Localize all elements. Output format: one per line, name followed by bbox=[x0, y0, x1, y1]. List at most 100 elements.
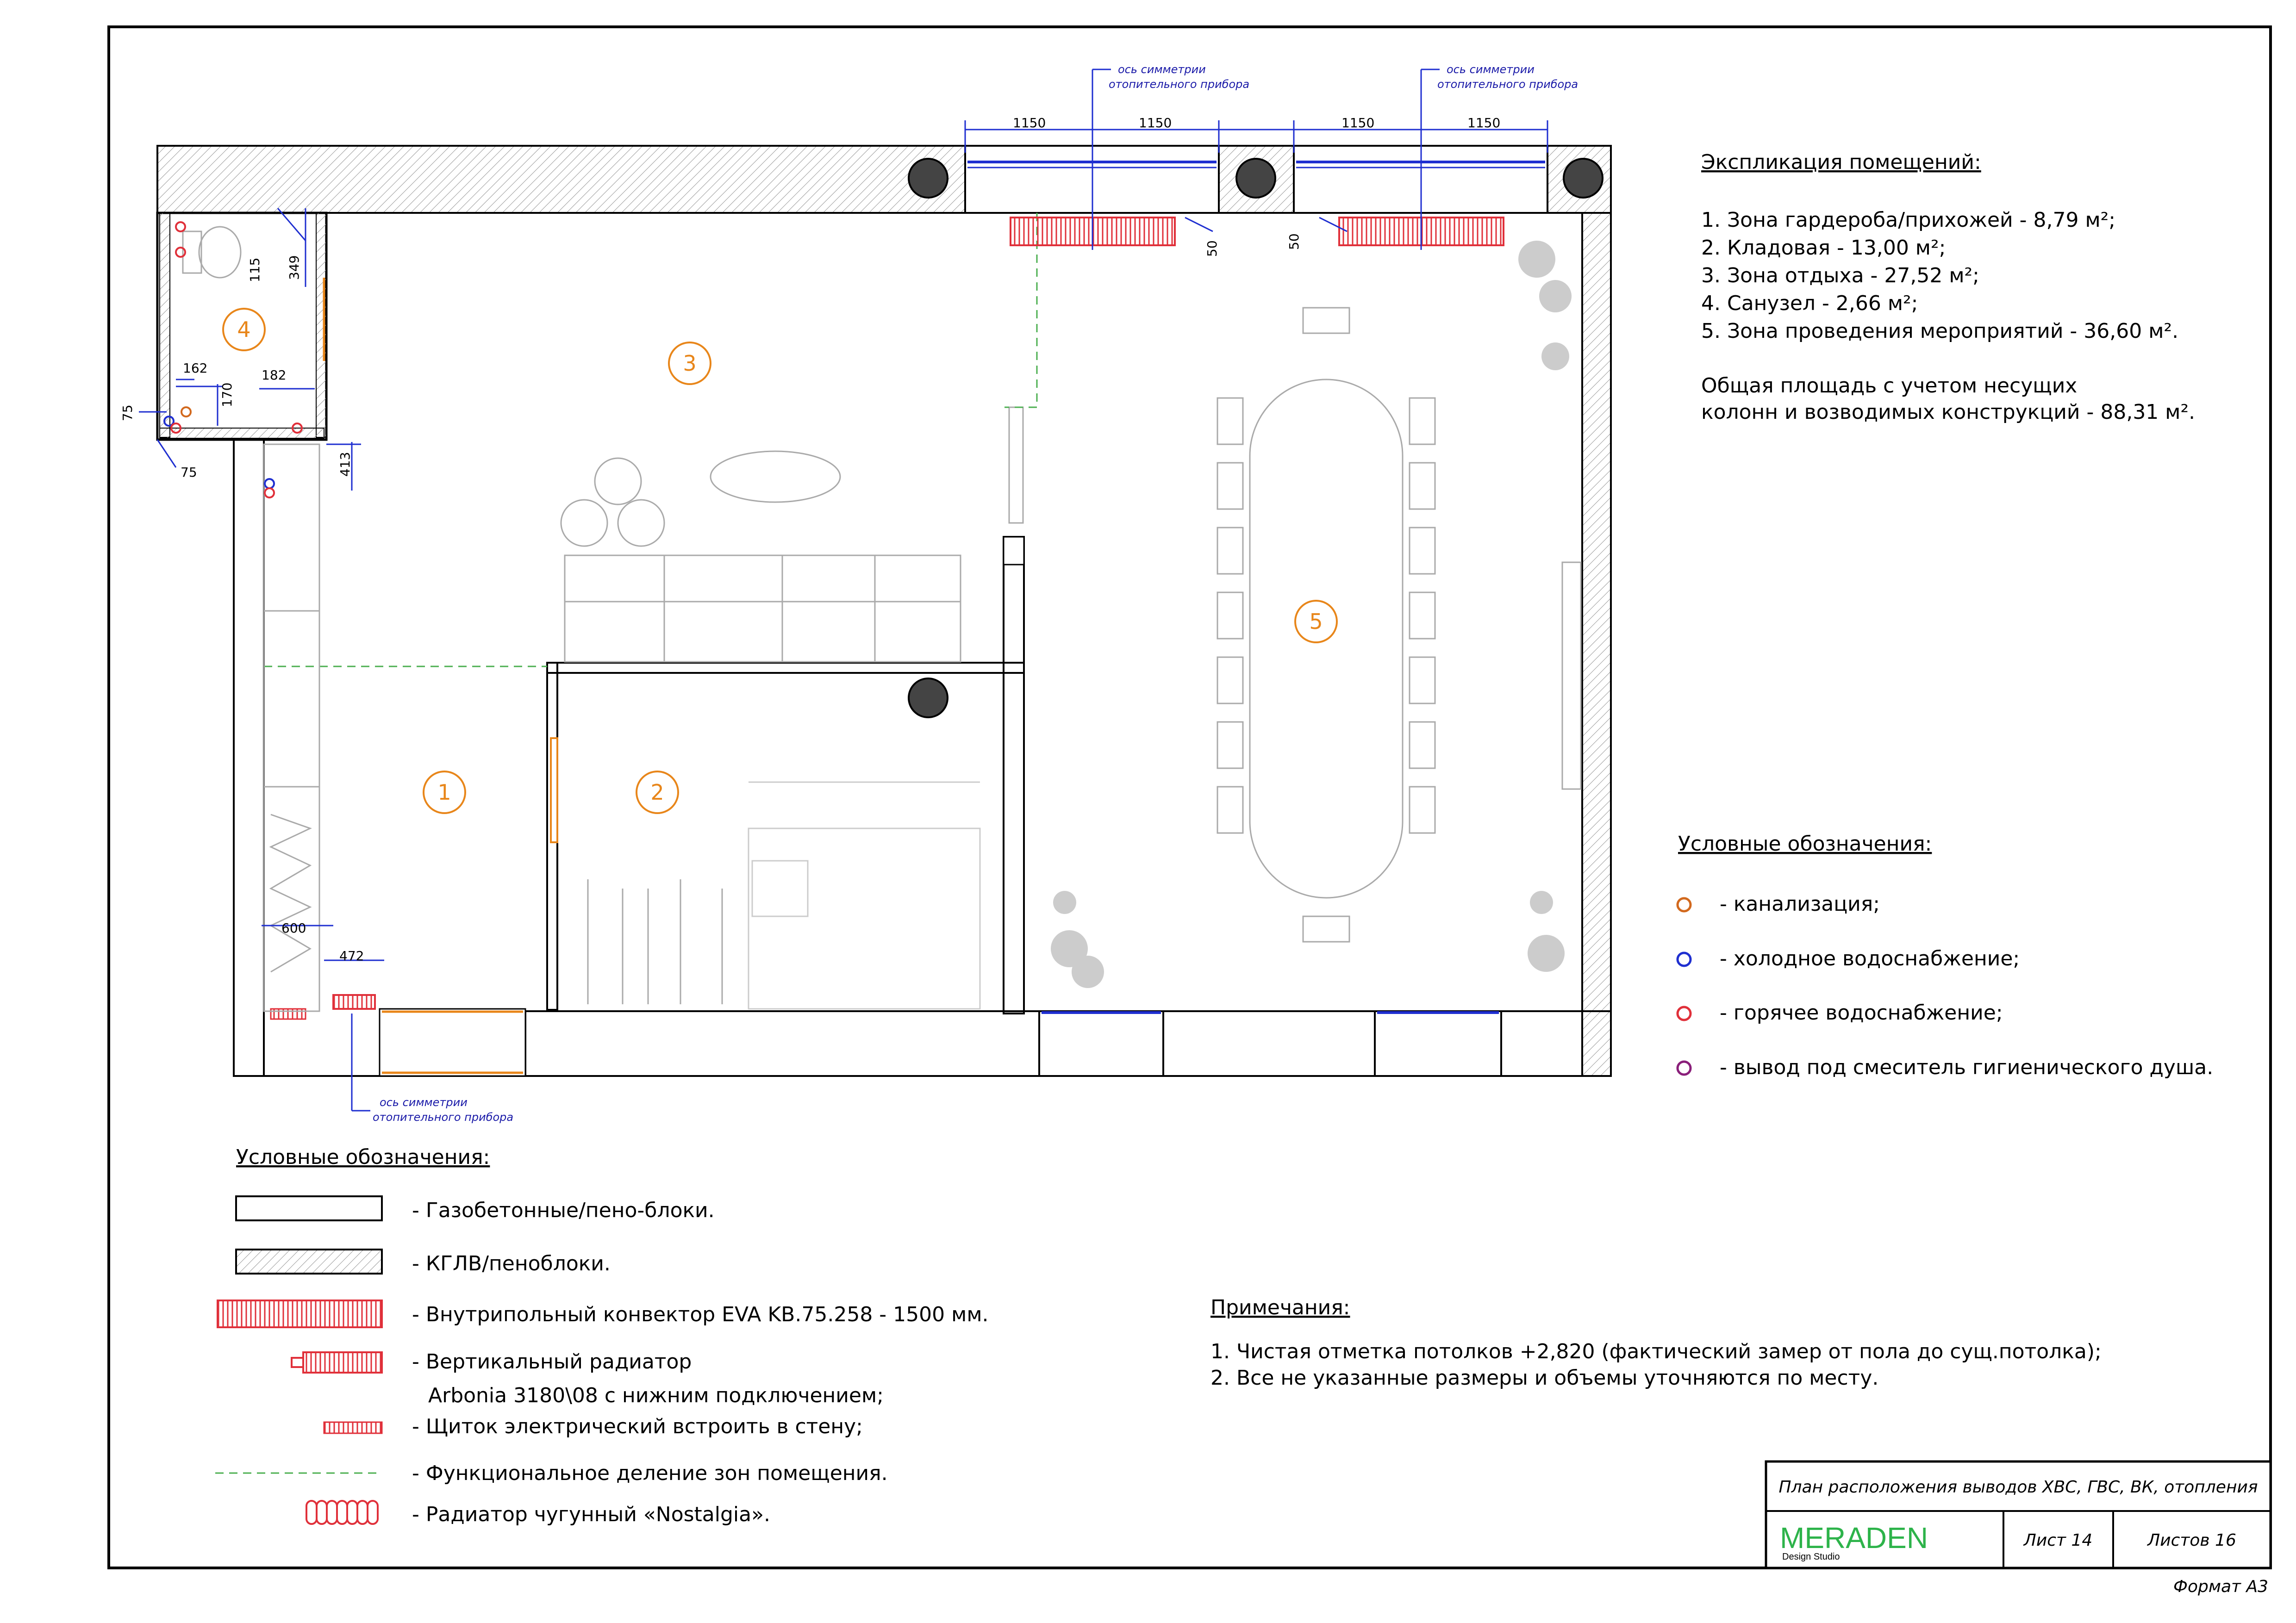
plumbing-legend-item: - вывод под смеситель гигиенического душ… bbox=[1720, 1056, 2213, 1079]
sheet-number: Лист 14 bbox=[2023, 1531, 2092, 1550]
note-item: 2. Все не указанные размеры и объемы уто… bbox=[1210, 1366, 1878, 1390]
title-block: План расположения выводов ХВС, ГВС, ВК, … bbox=[1765, 1460, 2272, 1596]
svg-text:3: 3 bbox=[683, 351, 696, 376]
legend-item: - Радиатор чугунный «Nostalgia». bbox=[412, 1503, 770, 1526]
symmetry-axis-label: отопительного прибора bbox=[1437, 78, 1578, 91]
explication-item: 5. Зона проведения мероприятий - 36,60 м… bbox=[1701, 319, 2178, 343]
legend-item-continued: Arbonia 3180\08 с нижним подключением; bbox=[428, 1384, 884, 1407]
room-marker-2: 2 bbox=[636, 771, 679, 814]
convector-symbol bbox=[217, 1300, 383, 1328]
brand-logo: MERADEN bbox=[1780, 1521, 1928, 1555]
sheets-total: Листов 16 bbox=[2146, 1531, 2236, 1550]
dim-label: 75 bbox=[120, 404, 135, 421]
room-explication: Экспликация помещений: 1. Зона гардероба… bbox=[1701, 150, 2195, 424]
electrical-panel-symbol bbox=[323, 1421, 383, 1434]
legend-item: - Функциональное деление зон помещения. bbox=[412, 1461, 888, 1485]
dim-label: 413 bbox=[337, 452, 353, 477]
symmetry-axis-label: отопительного прибора bbox=[373, 1111, 513, 1124]
svg-text:5: 5 bbox=[1309, 609, 1323, 634]
cold-water-outlet bbox=[264, 478, 275, 489]
hot-water-outlet bbox=[175, 247, 186, 258]
symmetry-axis-label: ось симметрии bbox=[380, 1096, 468, 1109]
explication-total: колонн и возводимых конструкций - 88,31 … bbox=[1701, 400, 2195, 424]
legend-item: - Щиток электрический встроить в стену; bbox=[412, 1415, 863, 1438]
chairs bbox=[1217, 307, 1436, 943]
left-wall bbox=[233, 439, 265, 1077]
symmetry-axis-label: ось симметрии bbox=[1447, 63, 1535, 76]
notes: Примечания: 1. Чистая отметка потолков +… bbox=[1210, 1296, 2102, 1390]
svg-text:1: 1 bbox=[437, 780, 451, 805]
explication-item: 2. Кладовая - 13,00 м²; bbox=[1701, 236, 1946, 260]
symmetry-axis-label: отопительного прибора bbox=[1109, 78, 1249, 91]
column bbox=[1563, 158, 1603, 199]
dim-label: 162 bbox=[183, 361, 207, 376]
dim-label: 600 bbox=[281, 920, 306, 936]
note-item: 1. Чистая отметка потолков +2,820 (факти… bbox=[1210, 1340, 2102, 1363]
bicycles bbox=[587, 879, 723, 1004]
hot-water-outlet bbox=[170, 423, 181, 434]
dim-label: 1150 bbox=[1341, 115, 1374, 131]
column bbox=[1235, 158, 1276, 199]
legend-item: - Внутрипольный конвектор EVA KB.75.258 … bbox=[412, 1303, 989, 1326]
dim-label: 50 bbox=[1204, 240, 1220, 257]
gas-block-symbol bbox=[235, 1195, 383, 1221]
room-marker-5: 5 bbox=[1294, 600, 1338, 643]
floor-plan: 1150 1150 1150 1150 50 50 115 349 162 17… bbox=[120, 63, 1612, 1124]
dim-label: 170 bbox=[219, 383, 235, 407]
vertical-radiator-symbol bbox=[302, 1351, 383, 1374]
room-marker-3: 3 bbox=[668, 342, 711, 385]
cold-water-symbol bbox=[1676, 951, 1692, 967]
plumbing-legend-item: - холодное водоснабжение; bbox=[1720, 947, 2020, 970]
dim-label: 50 bbox=[1286, 233, 1302, 250]
explication-item: 4. Санузел - 2,66 м²; bbox=[1701, 292, 1918, 315]
materials-legend: Условные обозначения: - Газобетонные/пен… bbox=[215, 1145, 989, 1526]
drawing-title: План расположения выводов ХВС, ГВС, ВК, … bbox=[1778, 1478, 2258, 1497]
dim-label: 349 bbox=[287, 255, 302, 280]
dim-label: 1150 bbox=[1467, 115, 1500, 131]
plants bbox=[1051, 241, 1572, 988]
explication-item: 1. Зона гардероба/прихожей - 8,79 м²; bbox=[1701, 208, 2115, 232]
dim-label: 472 bbox=[339, 948, 364, 964]
legend-title: Условные обозначения: bbox=[236, 1145, 490, 1169]
dim-label: 75 bbox=[181, 465, 197, 480]
symmetry-axis-label: ось симметрии bbox=[1118, 63, 1206, 76]
right-wall bbox=[1581, 212, 1612, 1077]
svg-text:4: 4 bbox=[237, 317, 250, 342]
hot-water-symbol bbox=[1676, 1006, 1692, 1021]
cold-water-outlet bbox=[163, 416, 175, 427]
explication-total: Общая площадь с учетом несущих bbox=[1701, 374, 2077, 398]
legend-item: - Вертикальный радиатор bbox=[412, 1350, 692, 1374]
dim-label: 1150 bbox=[1139, 115, 1172, 131]
conference-table bbox=[1249, 379, 1404, 899]
dim-label: 1150 bbox=[1013, 115, 1046, 131]
legend-item: - КГЛВ/пеноблоки. bbox=[412, 1252, 611, 1275]
hot-water-outlet bbox=[292, 423, 303, 434]
dim-label: 115 bbox=[247, 258, 262, 282]
svg-text:2: 2 bbox=[650, 780, 664, 805]
plumbing-legend-item: - горячее водоснабжение; bbox=[1720, 1001, 2003, 1025]
vertical-radiator bbox=[332, 994, 376, 1010]
explication-item: 3. Зона отдыха - 27,52 м²; bbox=[1701, 264, 1979, 287]
plumbing-legend-title: Условные обозначения: bbox=[1678, 832, 1932, 856]
brand-subtitle: Design Studio bbox=[1782, 1552, 1840, 1562]
notes-title: Примечания: bbox=[1210, 1296, 1350, 1319]
room-marker-1: 1 bbox=[423, 771, 466, 814]
partition-wall bbox=[546, 662, 1025, 674]
gypsum-block-symbol bbox=[235, 1249, 383, 1275]
sheet-frame bbox=[107, 25, 2272, 1569]
room-marker-4: 4 bbox=[222, 308, 266, 351]
hot-water-outlet bbox=[175, 221, 186, 232]
sofa bbox=[564, 554, 961, 663]
sewer-symbol bbox=[1676, 897, 1692, 913]
legend-item: - Газобетонные/пено-блоки. bbox=[412, 1199, 715, 1222]
sewer-outlet bbox=[181, 406, 192, 417]
column bbox=[908, 678, 948, 718]
explication-title: Экспликация помещений: bbox=[1701, 150, 1981, 174]
plumbing-legend-item: - канализация; bbox=[1720, 892, 1880, 916]
column bbox=[908, 158, 948, 199]
dim-label: 182 bbox=[262, 367, 286, 383]
paper-format: Формат А3 bbox=[2173, 1577, 2268, 1596]
shower-mixer-symbol bbox=[1676, 1060, 1692, 1076]
plumbing-legend: Условные обозначения: - канализация; - х… bbox=[1676, 832, 2213, 1079]
